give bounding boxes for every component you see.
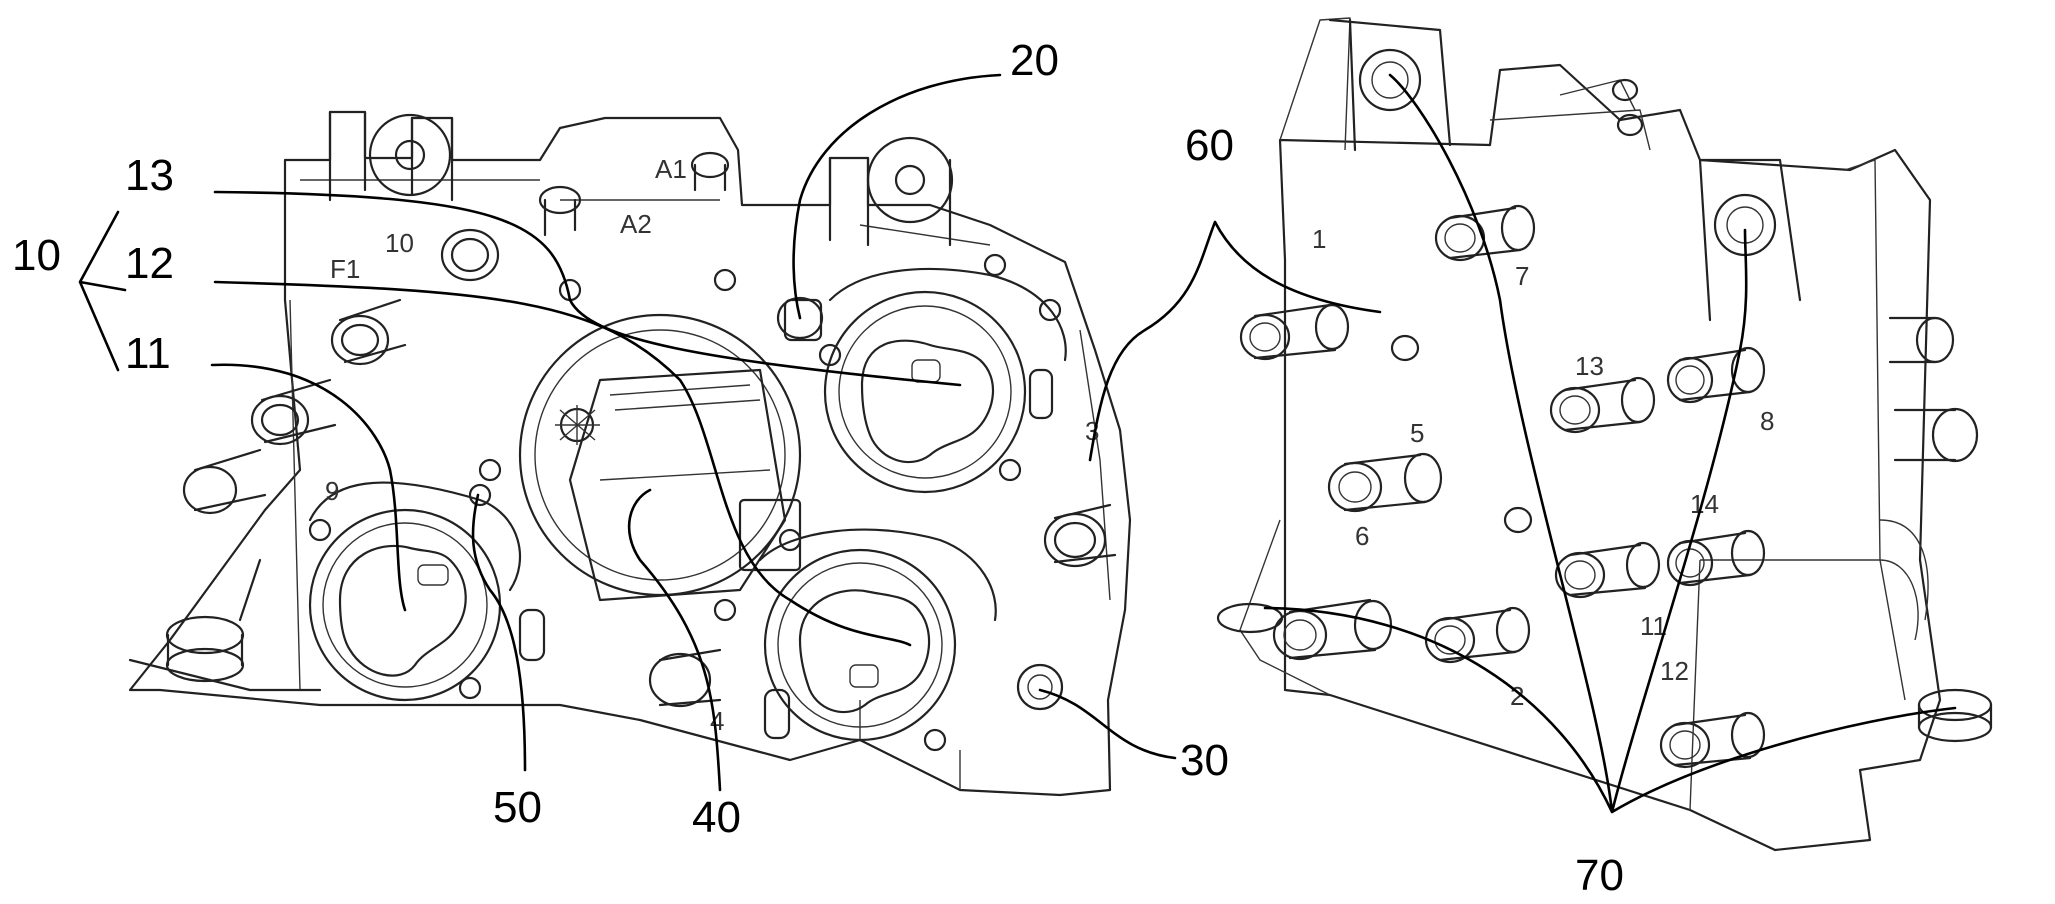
valve-11	[308, 481, 522, 702]
port-label-5: 5	[1410, 418, 1424, 448]
rear-plate	[1278, 63, 1942, 852]
valve-13	[758, 528, 997, 742]
marking-10: 10	[385, 228, 414, 258]
leader-60	[1088, 220, 1382, 462]
leader-40	[627, 488, 722, 792]
ref-70: 70	[1575, 851, 1624, 900]
port-label-13: 13	[1575, 351, 1604, 381]
leader-10-bracket	[78, 210, 127, 372]
rear-foot-knob	[1917, 688, 1993, 743]
leader-50	[471, 493, 527, 772]
left-assembly: A1 A2 F1 10 9 3 4	[128, 110, 1132, 797]
sensor-left	[518, 608, 546, 662]
sensor-30	[1016, 663, 1064, 711]
reference-numerals: 10 13 12 11 20 60 50 40 30 70	[12, 36, 1624, 900]
marking-f1: F1	[330, 254, 360, 284]
left-foot	[128, 558, 322, 692]
port-label-8: 8	[1760, 406, 1774, 436]
rear-bracket-top	[1328, 18, 1452, 152]
marking-a1: A1	[655, 154, 687, 184]
port-label-6: 6	[1355, 521, 1369, 551]
sensor-20	[783, 298, 823, 342]
bolt-heads	[308, 253, 1062, 752]
leader-11	[210, 363, 407, 612]
rear-bracket-right	[1698, 158, 1802, 322]
ref-10: 10	[12, 231, 61, 280]
leader-20	[792, 73, 1002, 320]
valve-40-actuator	[518, 313, 802, 602]
ref-40: 40	[692, 793, 741, 842]
leader-30	[1038, 688, 1177, 760]
ref-11: 11	[125, 329, 171, 378]
valve-12	[823, 267, 1067, 494]
leader-13	[213, 190, 962, 387]
ref-50: 50	[493, 783, 542, 832]
bracket-right	[828, 136, 954, 247]
port-label-7: 7	[1515, 261, 1529, 291]
marking-9: 9	[325, 476, 339, 506]
leader-lines	[78, 73, 1957, 814]
rear-ports	[1239, 204, 1766, 769]
ref-13: 13	[125, 151, 174, 200]
leader-12	[213, 280, 912, 647]
ref-20: 20	[1010, 36, 1059, 85]
left-hose-ports	[182, 298, 407, 515]
ref-30: 30	[1180, 736, 1229, 785]
leader-70	[1263, 73, 1957, 814]
marking-a2: A2	[620, 209, 652, 239]
ref-60: 60	[1185, 121, 1234, 170]
port-label-12: 12	[1660, 656, 1689, 686]
sensor-bottom	[763, 688, 791, 740]
port-label-1: 1	[1312, 224, 1326, 254]
ref-12: 12	[125, 239, 174, 288]
right-assembly: 1 7 13 8 5 6 14 11 2 12	[1216, 17, 1993, 852]
bracket-left	[328, 110, 454, 202]
